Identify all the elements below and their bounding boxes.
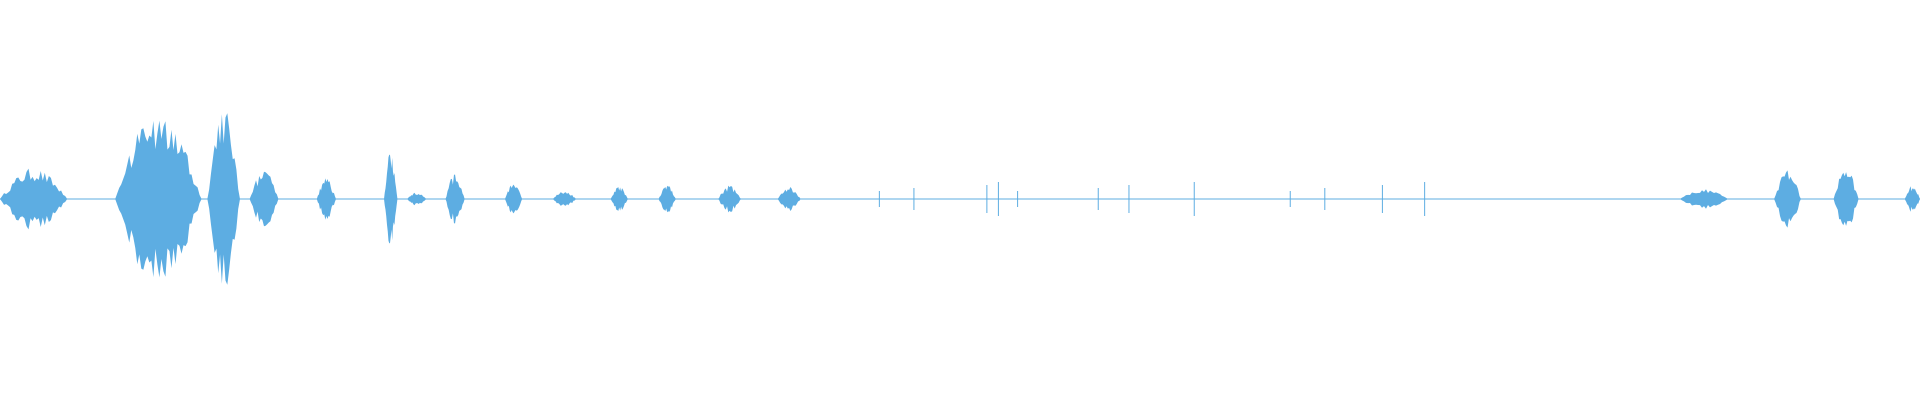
waveform-burst-6	[384, 154, 398, 244]
waveform-burst-9	[504, 184, 523, 214]
waveform-burst-15	[1680, 189, 1728, 209]
waveform-burst-17	[1833, 172, 1859, 226]
waveform-burst-5	[316, 178, 336, 220]
waveform-burst-13	[718, 185, 742, 213]
waveform-burst-4	[249, 171, 279, 227]
waveform-burst-1	[0, 168, 68, 230]
waveform-burst-2	[115, 120, 202, 278]
waveform-burst-12	[658, 185, 676, 213]
waveform-burst-7	[407, 192, 427, 206]
waveform-ticks	[878, 182, 1426, 216]
waveform-burst-16	[1774, 170, 1801, 228]
waveform-burst-8	[445, 174, 465, 224]
waveform-burst-3	[207, 113, 240, 285]
waveform-segments	[0, 113, 1920, 285]
waveform-burst-18	[1904, 186, 1920, 212]
waveform-burst-10	[552, 192, 576, 206]
waveform-burst-11	[610, 187, 628, 211]
waveform-burst-14	[777, 186, 801, 212]
